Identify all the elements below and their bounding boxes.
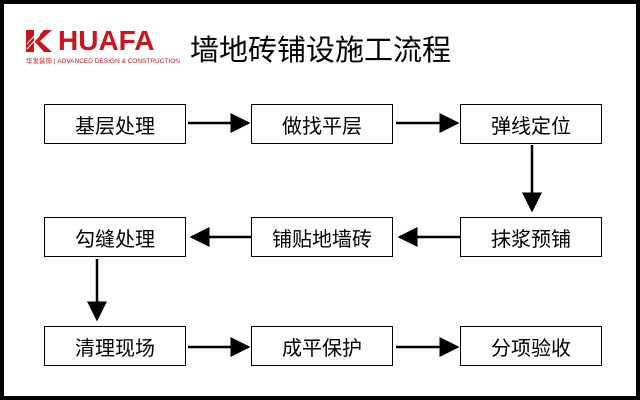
flow-arrows [87,113,542,357]
step-box: 基层处理 [44,104,186,144]
logo-k-mark-icon [26,30,52,52]
step-box: 成平保护 [251,326,393,366]
step-box: 分项验收 [460,326,602,366]
logo-subtitle: 华发装饰 | ADVANCED DESIGN & CONSTRUCTION [26,58,180,65]
huafa-logo: HUAFA 华发装饰 | ADVANCED DESIGN & CONSTRUCT… [26,26,180,66]
logo-name: HUAFA [58,25,155,56]
step-box: 铺贴地墙砖 [251,217,393,257]
step-box: 弹线定位 [460,104,602,144]
page-title: 墙地砖铺设施工流程 [190,33,452,67]
step-box: 做找平层 [251,104,393,144]
step-box: 清理现场 [44,326,186,366]
step-box: 抹浆预铺 [460,217,602,257]
slide: HUAFA 华发装饰 | ADVANCED DESIGN & CONSTRUCT… [4,4,636,396]
step-box: 勾缝处理 [44,217,186,257]
